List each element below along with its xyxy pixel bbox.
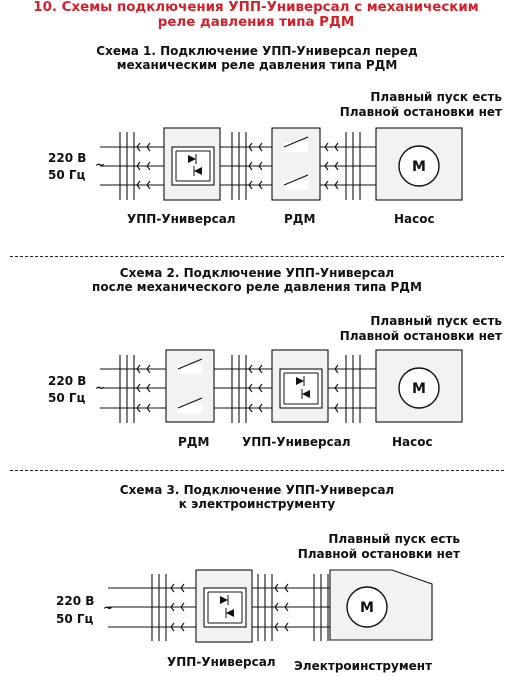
scheme-2-pump-block: M	[375, 349, 463, 423]
scheme-1-frequency: 50 Гц	[48, 168, 86, 182]
scheme-1-ac-symbol: ~	[95, 158, 106, 172]
scheme-2-label-rdm: РДМ	[178, 435, 210, 449]
separator-2	[10, 470, 504, 471]
scheme-3-label-tool: Электроинструмент	[294, 659, 433, 673]
scheme-3-upp-block	[195, 569, 253, 643]
scheme-3-note: Плавный пуск есть Плавной остановки нет	[297, 532, 460, 561]
scheme-2-voltage: 220 В	[48, 374, 87, 388]
scheme-1-label-upp: УПП-Универсал	[127, 212, 236, 226]
scheme-2-heading: Схема 2. Подключение УПП-Универсал после…	[92, 266, 422, 294]
scheme-3-motor-symbol: M	[360, 600, 374, 616]
scheme-3-frequency: 50 Гц	[56, 612, 94, 626]
page-title: 10. Схемы подключения УПП-Универсал с ме…	[33, 0, 479, 30]
scheme-2-label-upp: УПП-Универсал	[242, 435, 351, 449]
scheme-2-rdm-block	[165, 349, 215, 423]
scheme-1-rdm-block	[271, 127, 321, 201]
scheme-3-label-upp: УПП-Универсал	[167, 655, 276, 669]
scheme-1-heading: Схема 1. Подключение УПП-Универсал перед…	[96, 44, 418, 72]
scheme-1-note: Плавный пуск есть Плавной остановки нет	[339, 90, 502, 119]
scheme-1-label-rdm: РДМ	[284, 212, 316, 226]
separator-1	[10, 256, 504, 257]
scheme-3-ac-symbol: ~	[103, 601, 114, 615]
scheme-2-wiring	[100, 355, 376, 423]
scheme-1-motor-symbol: M	[412, 159, 426, 175]
scheme-1-upp-block	[163, 127, 221, 201]
scheme-1-wiring	[100, 132, 376, 200]
scheme-3-heading: Схема 3. Подключение УПП-Универсал к эле…	[119, 483, 395, 511]
scheme-2-motor-symbol: M	[412, 381, 426, 397]
scheme-2-upp-block	[271, 349, 329, 423]
scheme-2-label-pump: Насос	[392, 435, 433, 449]
scheme-3-tool-block: M	[329, 569, 433, 641]
scheme-1-pump-block: M	[375, 127, 463, 201]
scheme-1-voltage: 220 В	[48, 151, 87, 165]
scheme-2-note: Плавный пуск есть Плавной остановки нет	[339, 314, 502, 343]
scheme-1-label-pump: Насос	[394, 212, 435, 226]
scheme-3-voltage: 220 В	[56, 594, 95, 608]
scheme-2-frequency: 50 Гц	[48, 391, 86, 405]
